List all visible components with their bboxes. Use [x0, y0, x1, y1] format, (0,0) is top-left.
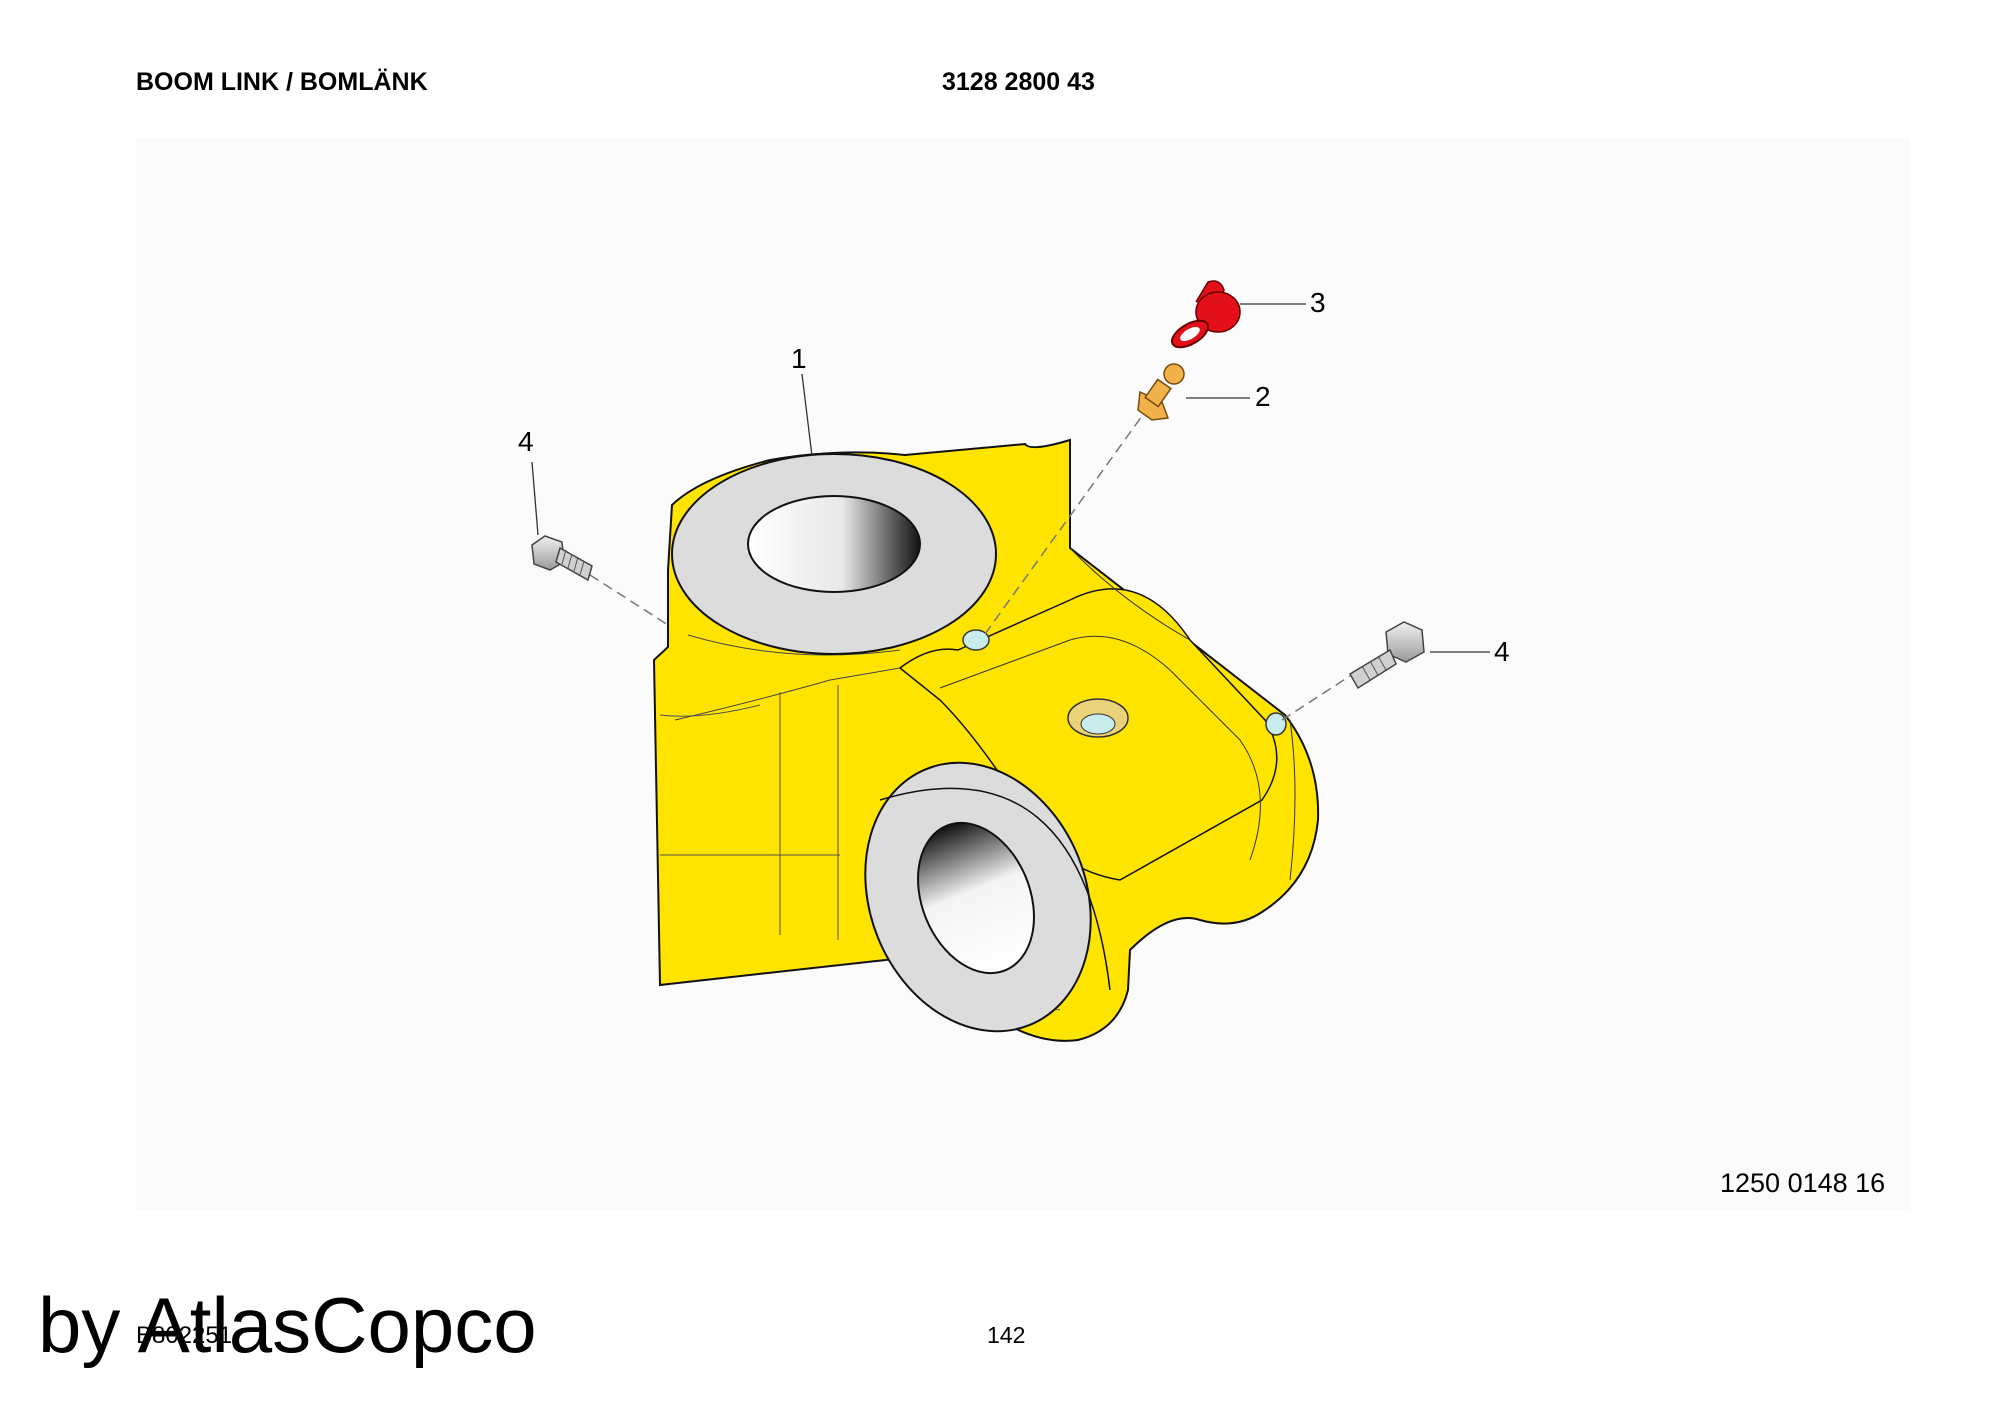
- lower-bore: [864, 761, 1111, 1033]
- callout-2: 2: [1255, 381, 1271, 412]
- leader-lines: [531, 303, 1490, 653]
- center-hole: [1067, 698, 1129, 738]
- callout-3: 3: [1310, 287, 1326, 318]
- assembly-line-nipple: [984, 415, 1143, 635]
- document-code: B802251: [136, 1322, 233, 1349]
- protective-cap: [1170, 280, 1241, 349]
- document-title: BOOM LINK / BOMLÄNK: [136, 68, 428, 96]
- watermark: by AtlasCopco: [38, 1281, 537, 1369]
- page-number: 142: [987, 1322, 1026, 1348]
- assembly-line-right-bolt: [1281, 675, 1351, 721]
- bolt-left: [531, 535, 593, 582]
- callout-1: 1: [791, 343, 807, 374]
- top-bore: [671, 453, 997, 655]
- part-number: 3128 2800 43: [942, 68, 1095, 96]
- assembly-line-left-bolt: [589, 574, 669, 626]
- bolt-hole-right: [1265, 712, 1287, 736]
- grease-nipple: [1137, 363, 1185, 421]
- callout-4-right: 4: [1494, 636, 1510, 667]
- illustration-number: 1250 0148 16: [1720, 1168, 1886, 1198]
- grease-hole: [962, 629, 990, 651]
- callout-4-left: 4: [518, 426, 534, 457]
- bolt-right: [1348, 621, 1425, 690]
